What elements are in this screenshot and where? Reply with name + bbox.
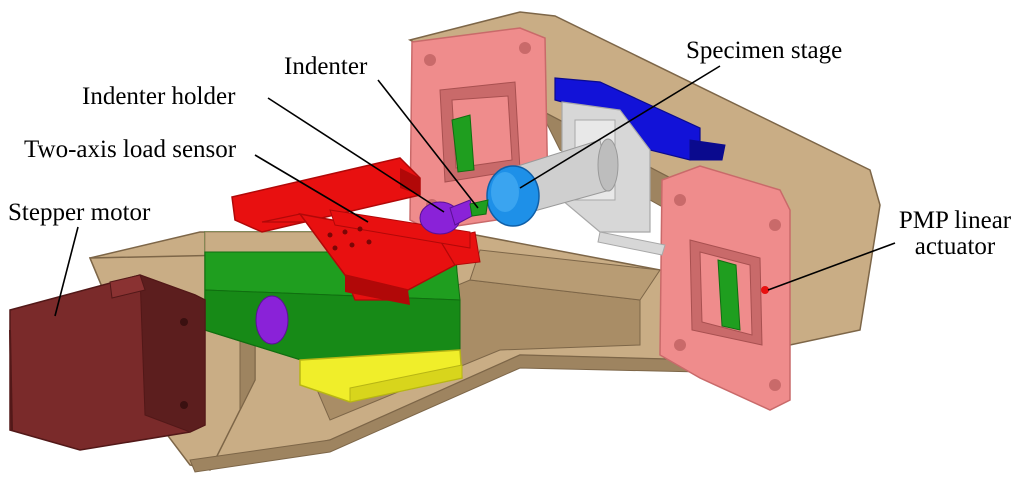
leader-load-sensor [254, 154, 369, 223]
load-sensor-frame [231, 157, 481, 305]
label-stepper-motor: Stepper motor [8, 199, 151, 226]
yellow-carriage-block [299, 349, 463, 403]
label-indenter-holder: Indenter holder [82, 83, 236, 110]
leader-specimen-stage [519, 65, 721, 189]
label-pmp-line2: actuator [914, 233, 996, 261]
leader-indenter-holder [267, 97, 445, 213]
label-pmp-line1: PMP linear [898, 207, 1012, 234]
label-two-axis-load-sensor: Two-axis load sensor [24, 136, 237, 163]
specimen-stage-part [486, 138, 619, 227]
leader-stepper-motor [54, 226, 79, 317]
stepper-motor-part [9, 274, 206, 451]
leader-indenter [377, 79, 479, 209]
leader-pmp-actuator [767, 242, 896, 291]
indenter-holder-part [419, 199, 475, 235]
leader-lines [54, 65, 896, 317]
motor-coupling [255, 295, 289, 345]
label-pmp-linear-actuator: PMP linear actuator [890, 207, 1020, 261]
actuator-rod [597, 231, 666, 256]
label-indenter: Indenter [284, 53, 368, 80]
pmp-flexure-plate-front [659, 165, 791, 411]
label-specimen-stage: Specimen stage [686, 37, 843, 64]
